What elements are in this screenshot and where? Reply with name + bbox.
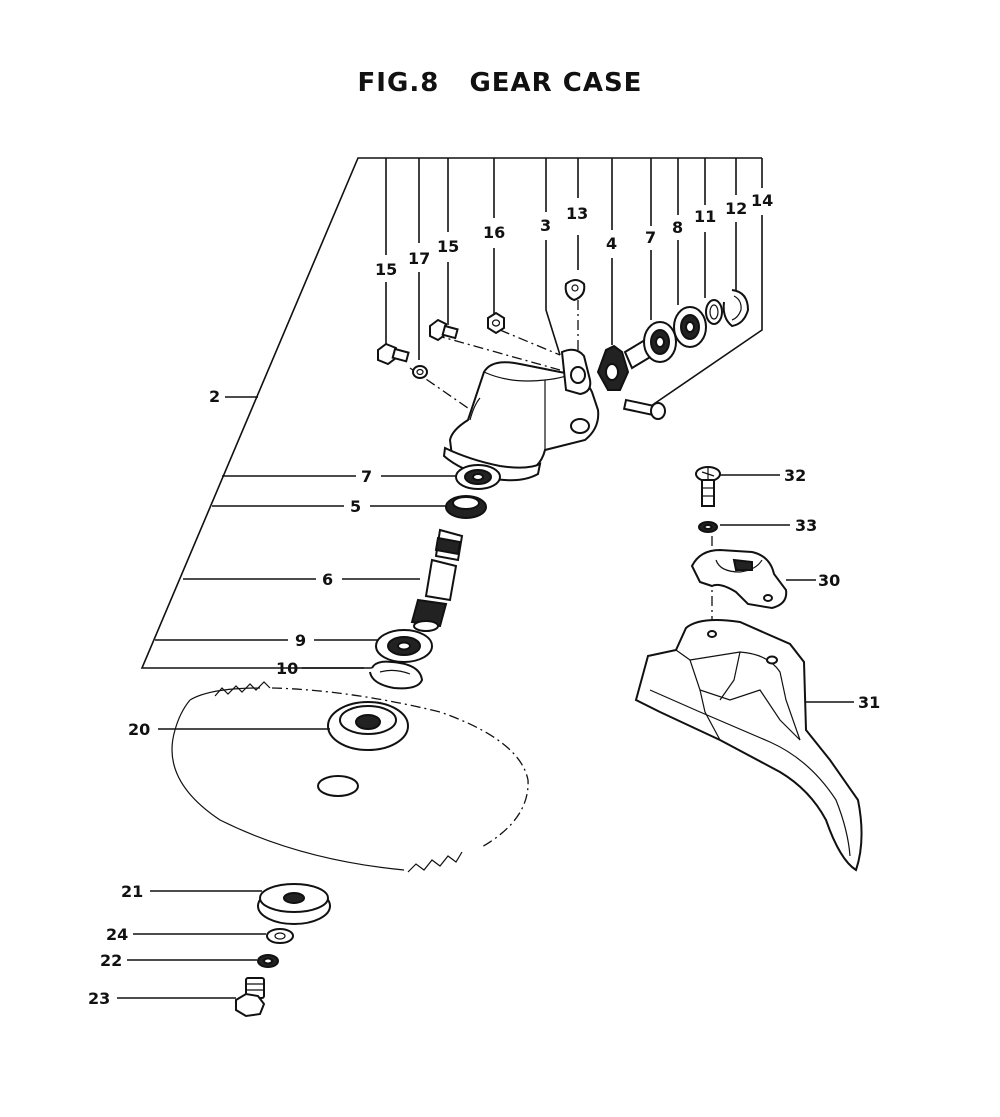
label-24: 24 [106,925,128,944]
bevel-gear-shaft-assembly [596,289,750,420]
saw-blade [158,681,529,873]
label-13: 13 [566,204,588,223]
output-shaft-assembly [369,464,501,690]
label-5: 5 [350,497,361,516]
label-10: 10 [276,659,298,678]
label-11: 11 [694,207,716,226]
label-2: 2 [209,387,220,406]
label-30: 30 [818,571,840,590]
label-33: 33 [795,516,817,535]
label-6: 6 [322,570,333,589]
label-3: 3 [540,216,551,235]
label-23: 23 [88,989,110,1008]
label-32: 32 [784,466,806,485]
assembly-bracket-lines [140,157,763,669]
gear-case-body [442,348,600,482]
label-21: 21 [121,882,143,901]
figure-title: FIG.8 GEAR CASE [357,68,643,98]
lower-flange-fasteners [117,883,331,1018]
guard-assembly [634,466,863,872]
label-16: 16 [483,223,505,242]
label-12: 12 [725,199,747,218]
label-22: 22 [100,951,122,970]
label-7-upper: 7 [645,228,656,247]
label-20: 20 [128,720,150,739]
label-7-lower: 7 [361,467,372,486]
label-31: 31 [858,693,880,712]
label-9: 9 [295,631,306,650]
top-fasteners [377,279,586,379]
label-15-left: 15 [375,260,397,279]
label-15-upper: 15 [437,237,459,256]
label-14: 14 [751,191,773,210]
label-17: 17 [408,249,430,268]
label-4: 4 [606,234,617,253]
label-8: 8 [672,218,683,237]
callout-labels: 2 15 17 15 16 3 13 4 7 8 11 12 14 7 5 6 … [88,191,880,1008]
